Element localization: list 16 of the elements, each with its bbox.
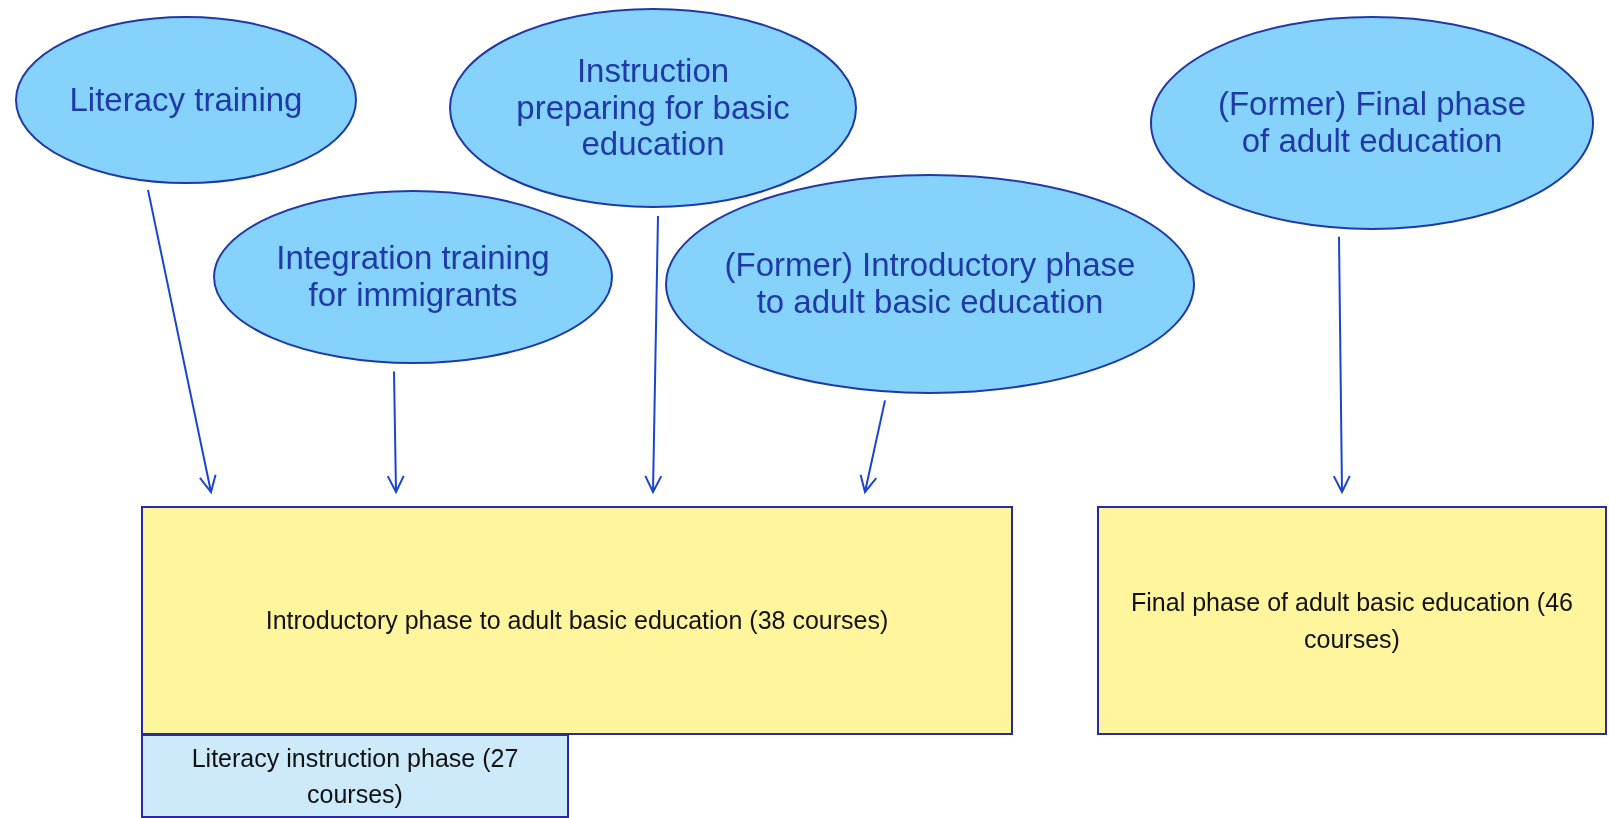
- node-label: Integration training for immigrants: [275, 240, 551, 314]
- arrow: [147, 188, 217, 493]
- process-box: [141, 734, 569, 818]
- node-label: (Former) Introductory phase to adult basic education: [723, 247, 1137, 321]
- node-label: Literacy instruction phase (27 courses): [190, 742, 520, 810]
- process-box: [1097, 506, 1607, 735]
- process-box: [141, 506, 1013, 735]
- arrow: [386, 370, 405, 493]
- node-label: Instruction preparing for basic education: [515, 52, 791, 164]
- node-label: Introductory phase to adult basic education (38 courses): [265, 605, 889, 637]
- arrow: [859, 399, 886, 493]
- node-label: (Former) Final phase of adult education: [1216, 86, 1528, 160]
- node-label: Literacy training: [69, 81, 303, 119]
- node-label: Final phase of adult basic education (46 courses): [1130, 587, 1574, 655]
- arrow: [1332, 235, 1351, 493]
- arrow: [644, 214, 663, 493]
